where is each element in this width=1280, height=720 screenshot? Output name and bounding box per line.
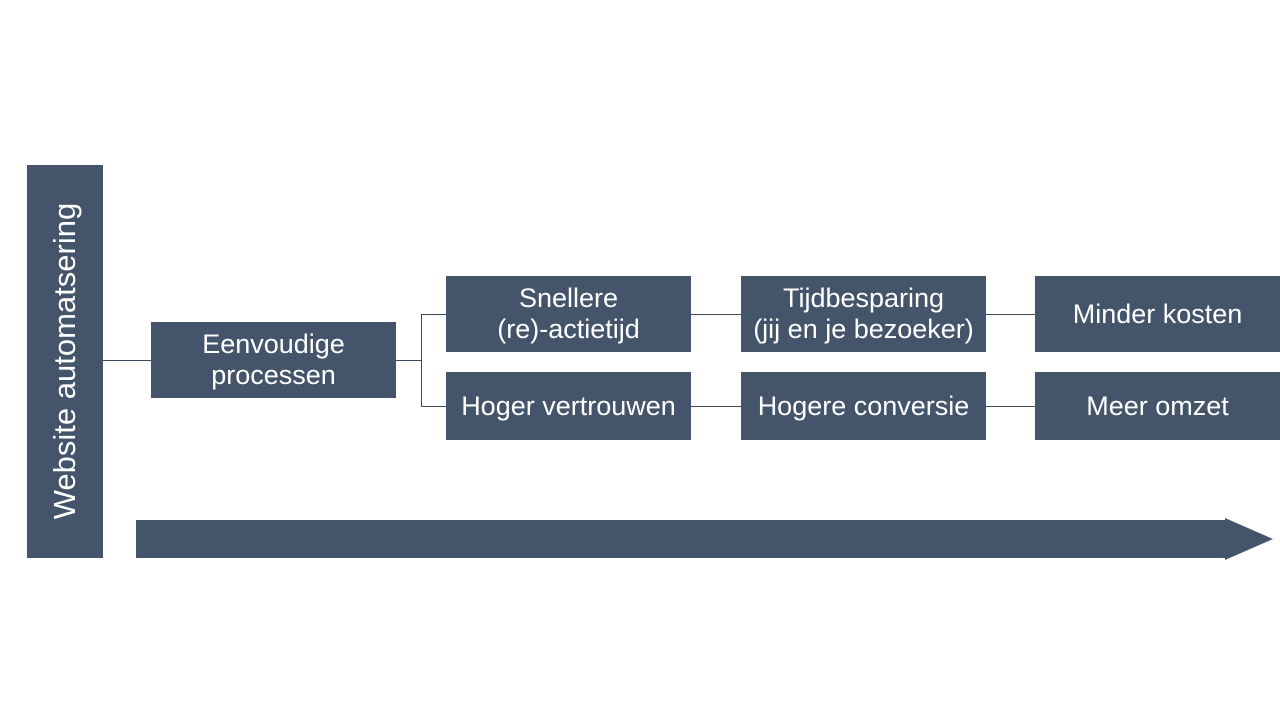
connector-top-row-step2-step3: [986, 314, 1035, 315]
node-branch2-step2-label: Hogere conversie: [757, 390, 970, 421]
connector-branch-spine: [421, 314, 422, 407]
node-branch1-step3-label: Minder kosten: [1072, 298, 1243, 329]
node-branch1-step3[interactable]: Minder kosten: [1035, 276, 1280, 352]
connector-bottom-row-step2-step3: [986, 406, 1035, 407]
progress-arrow-shape: [136, 518, 1273, 560]
node-root-label: Eenvoudige processen: [202, 329, 345, 390]
node-branch2-step2[interactable]: Hogere conversie: [741, 372, 986, 440]
connector-spine-to-bottom-row: [421, 406, 446, 407]
progress-arrow-polygon: [136, 518, 1273, 560]
node-branch2-step3-label: Meer omzet: [1086, 390, 1229, 421]
connector-spine-to-top-row: [421, 314, 446, 315]
node-branch2-step1[interactable]: Hoger vertrouwen: [446, 372, 691, 440]
connector-bottom-row-step1-step2: [691, 406, 741, 407]
node-branch1-step2[interactable]: Tijdbesparing (jij en je bezoeker): [741, 276, 986, 352]
node-branch2-step1-label: Hoger vertrouwen: [461, 390, 676, 421]
connector-root-to-spine: [396, 360, 421, 361]
node-branch1-step1[interactable]: Snellere (re)-actietijd: [446, 276, 691, 352]
node-branch1-step2-label: Tijdbesparing (jij en je bezoeker): [753, 283, 974, 344]
connector-top-row-step1-step2: [691, 314, 741, 315]
node-branch1-step1-label: Snellere (re)-actietijd: [497, 283, 640, 344]
node-branch2-step3[interactable]: Meer omzet: [1035, 372, 1280, 440]
connector-titlebar-to-root: [103, 360, 151, 361]
node-root-eenvoudige-processen[interactable]: Eenvoudige processen: [151, 322, 396, 398]
diagram-title-label: Website automatsering: [46, 203, 82, 520]
progress-arrow-icon: [136, 518, 1273, 560]
diagram-title-bar: Website automatsering: [27, 165, 103, 558]
